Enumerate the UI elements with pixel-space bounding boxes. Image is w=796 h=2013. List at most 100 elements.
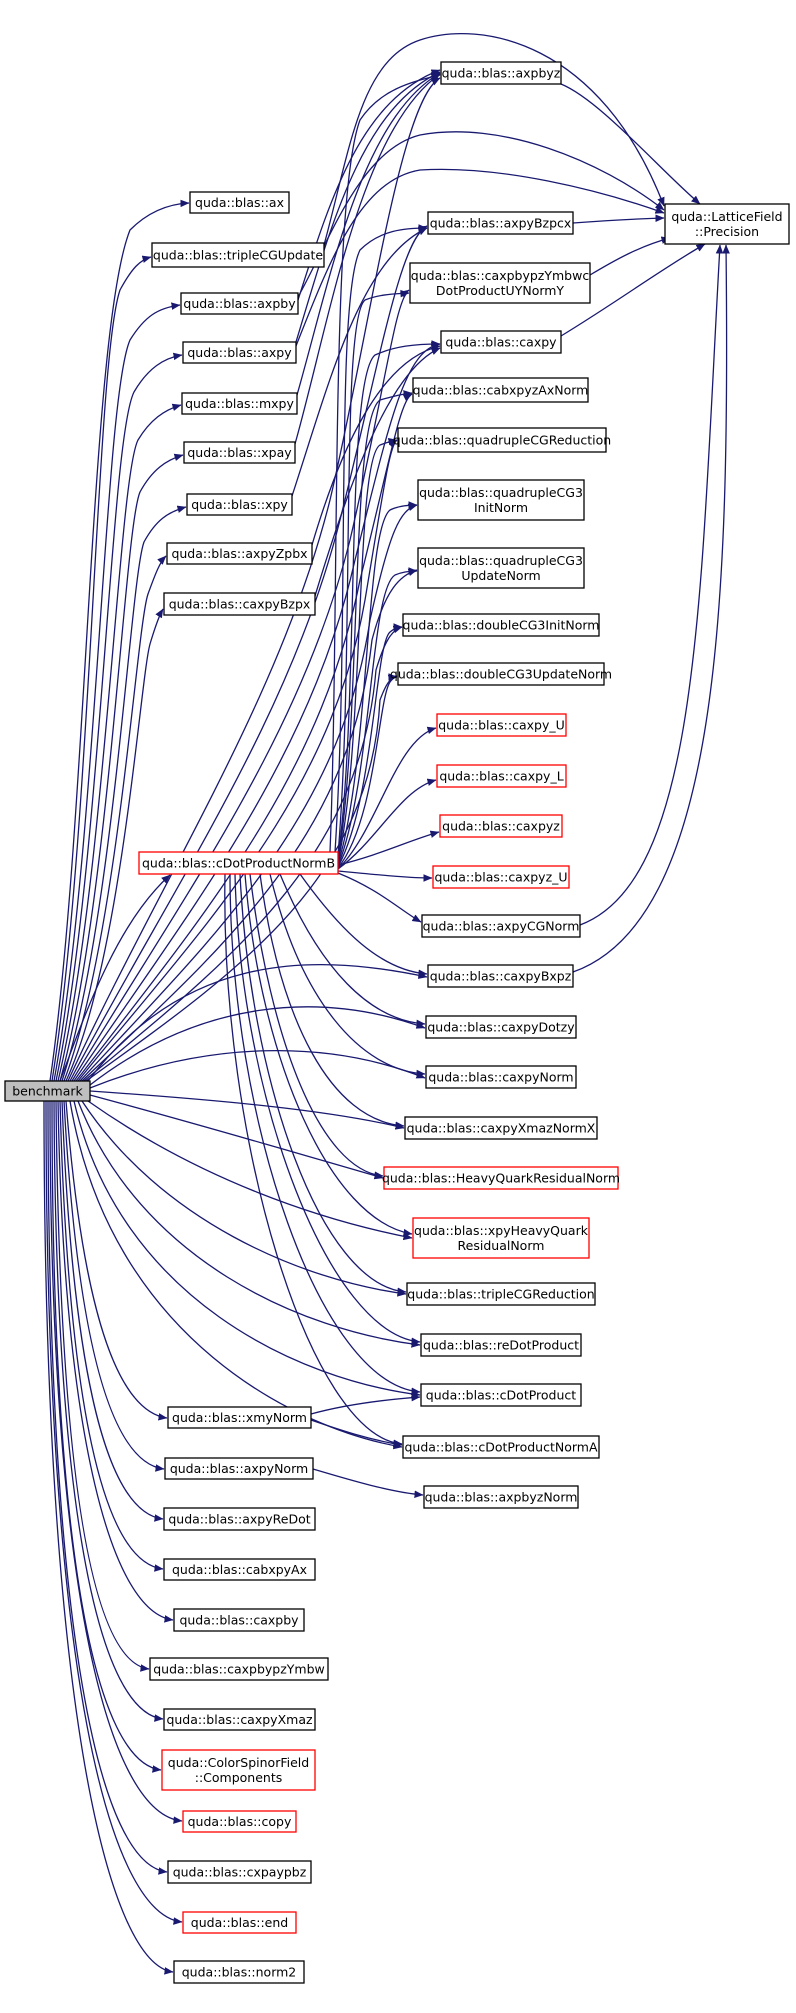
node-box-HeavyQuarkResidualNorm: [383, 1166, 619, 1190]
edge-axpyCGNorm-to-Precision: [579, 244, 724, 926]
edge-benchmark-to-ax: [49, 199, 190, 1082]
node-axpbyzNorm[interactable]: quda::blas::axpbyzNorm: [423, 1485, 579, 1509]
node-label-Components-line2: ::Components: [195, 1770, 283, 1785]
node-label-axpby-line1: quda::blas::axpby: [183, 296, 296, 311]
node-HeavyQuarkResidualNorm[interactable]: quda::blas::HeavyQuarkResidualNorm: [382, 1166, 620, 1190]
node-caxpyBzpx[interactable]: quda::blas::caxpyBzpx: [163, 592, 316, 616]
node-tripleCGUpdate[interactable]: quda::blas::tripleCGUpdate: [151, 242, 325, 268]
node-norm2[interactable]: quda::blas::norm2: [173, 1960, 305, 1984]
node-copy[interactable]: quda::blas::copy: [182, 1810, 297, 1833]
node-label-caxpy-line1: quda::blas::caxpy: [445, 335, 557, 350]
node-benchmark[interactable]: benchmark: [4, 1080, 91, 1102]
node-label-caxpyBxpz-line1: quda::blas::caxpyBxpz: [430, 969, 572, 984]
edge-benchmark-to-HeavyQuarkResidualNorm: [89, 1094, 384, 1180]
node-box-caxpyXmazNormX: [404, 1116, 598, 1140]
node-label-doubleCG3UpdateNorm-line1: quda::blas::doubleCG3UpdateNorm: [390, 667, 612, 682]
node-cabxpyAx[interactable]: quda::blas::cabxpyAx: [163, 1558, 316, 1581]
node-Precision[interactable]: quda::LatticeField::Precision: [664, 203, 790, 245]
node-axpby[interactable]: quda::blas::axpby: [180, 292, 299, 315]
node-box-axpbyzNorm: [423, 1485, 579, 1509]
edge-benchmark-to-caxpbypzYmbwcDot: [71, 289, 410, 1082]
node-box-caxpy_U: [436, 713, 567, 737]
node-caxpy_L[interactable]: quda::blas::caxpy_L: [436, 764, 567, 788]
node-caxpy[interactable]: quda::blas::caxpy: [440, 330, 562, 354]
node-axpy[interactable]: quda::blas::axpy: [182, 341, 297, 364]
node-caxpyBxpz[interactable]: quda::blas::caxpyBxpz: [427, 964, 574, 988]
node-label-quadrupleCG3InitNorm-line1: quda::blas::quadrupleCG3: [419, 485, 583, 500]
node-box-copy: [182, 1810, 297, 1833]
node-quadrupleCGReduction[interactable]: quda::blas::quadrupleCGReduction: [393, 427, 611, 453]
edge-cDotProductNormB-to-quadrupleCGReduction: [337, 437, 398, 863]
node-doubleCG3UpdateNorm[interactable]: quda::blas::doubleCG3UpdateNorm: [390, 662, 612, 686]
node-label-axpyCGNorm-line1: quda::blas::axpyCGNorm: [423, 919, 580, 934]
node-axpyCGNorm[interactable]: quda::blas::axpyCGNorm: [421, 914, 581, 938]
node-box-cabxpyAx: [163, 1558, 316, 1581]
node-reDotProduct[interactable]: quda::blas::reDotProduct: [420, 1333, 582, 1357]
node-mxpy[interactable]: quda::blas::mxpy: [181, 392, 298, 415]
edge-benchmark-to-axpyReDot: [61, 1100, 164, 1522]
edge-benchmark-to-cDotProduct: [73, 1100, 421, 1398]
node-label-HeavyQuarkResidualNorm-line1: quda::blas::HeavyQuarkResidualNorm: [382, 1171, 620, 1186]
edge-benchmark-to-xpy: [61, 505, 187, 1082]
node-box-cDotProductNormA: [402, 1435, 600, 1459]
edge-benchmark-to-axpby: [53, 302, 181, 1082]
node-cDotProduct[interactable]: quda::blas::cDotProduct: [420, 1383, 582, 1407]
edge-benchmark-to-caxpyNorm: [89, 1049, 426, 1089]
node-tripleCGReduction[interactable]: quda::blas::tripleCGReduction: [406, 1282, 596, 1306]
node-label-quadrupleCG3UpdateNorm-line1: quda::blas::quadrupleCG3: [419, 553, 583, 568]
node-label-xpyHeavyQuarkResidualNorm-line2: ResidualNorm: [458, 1238, 545, 1253]
node-axpyZpbx[interactable]: quda::blas::axpyZpbx: [166, 542, 313, 565]
node-axpyNorm[interactable]: quda::blas::axpyNorm: [164, 1457, 314, 1480]
node-label-tripleCGReduction-line1: quda::blas::tripleCGReduction: [407, 1287, 594, 1302]
edge-cDotProductNormB-to-axpyCGNorm: [337, 872, 422, 923]
edge-benchmark-to-quadrupleCG3InitNorm: [79, 503, 418, 1082]
edge-caxpy-to-Precision: [560, 243, 706, 337]
node-caxpbypzYmbwcDot[interactable]: quda::blas::caxpbypzYmbwcDotProductUYNor…: [409, 262, 591, 304]
node-caxpyz_U[interactable]: quda::blas::caxpyz_U: [432, 865, 570, 889]
node-label-quadrupleCG3InitNorm-line2: InitNorm: [474, 500, 528, 515]
node-axpyBzpcx[interactable]: quda::blas::axpyBzpcx: [427, 211, 574, 235]
node-caxpby[interactable]: quda::blas::caxpby: [173, 1608, 305, 1632]
node-xpy[interactable]: quda::blas::xpy: [186, 493, 293, 516]
node-axpyReDot[interactable]: quda::blas::axpyReDot: [163, 1507, 316, 1531]
edge-xmyNorm-to-cDotProductNormA: [310, 1419, 403, 1448]
node-caxpyXmazNormX[interactable]: quda::blas::caxpyXmazNormX: [404, 1116, 598, 1140]
node-cxpaypbz[interactable]: quda::blas::cxpaypbz: [167, 1860, 312, 1884]
node-xpay[interactable]: quda::blas::xpay: [183, 441, 296, 464]
edge-cDotProductNormB-to-quadrupleCG3InitNorm: [337, 501, 418, 865]
node-label-caxpyz-line1: quda::blas::caxpyz: [442, 819, 560, 834]
edge-cDotProductNormB-to-caxpyBxpz: [299, 873, 428, 978]
node-axpbyz[interactable]: quda::blas::axpbyz: [440, 61, 562, 85]
edge-benchmark-to-caxpyBzpx: [65, 608, 164, 1082]
node-ax[interactable]: quda::blas::ax: [189, 191, 290, 214]
node-caxpbypzYmbw[interactable]: quda::blas::caxpbypzYmbw: [149, 1657, 329, 1681]
edge-cDotProductNormB-to-caxpyXmazNormX: [259, 873, 405, 1130]
node-cDotProductNormB[interactable]: quda::blas::cDotProductNormB: [138, 851, 339, 875]
node-xmyNorm[interactable]: quda::blas::xmyNorm: [167, 1406, 312, 1429]
node-doubleCG3InitNorm[interactable]: quda::blas::doubleCG3InitNorm: [402, 613, 600, 637]
node-caxpyz[interactable]: quda::blas::caxpyz: [439, 814, 563, 838]
node-end[interactable]: quda::blas::end: [182, 1911, 297, 1934]
edge-benchmark-to-reDotProduct: [77, 1100, 421, 1348]
node-label-mxpy-line1: quda::blas::mxpy: [185, 396, 294, 411]
edge-benchmark-to-cDotProductNormB: [59, 874, 171, 1082]
node-label-copy-line1: quda::blas::copy: [188, 1814, 292, 1829]
node-caxpyNorm[interactable]: quda::blas::caxpyNorm: [425, 1065, 577, 1089]
node-caxpyDotzy[interactable]: quda::blas::caxpyDotzy: [425, 1015, 577, 1039]
node-caxpyXmaz[interactable]: quda::blas::caxpyXmaz: [163, 1708, 316, 1731]
node-label-caxpbypzYmbwcDot-line1: quda::blas::caxpbypzYmbwc: [411, 268, 590, 283]
node-Components[interactable]: quda::ColorSpinorField::Components: [161, 1749, 316, 1791]
edge-cDotProductNormB-to-reDotProduct: [234, 873, 421, 1345]
node-cabxpyzAxNorm[interactable]: quda::blas::cabxpyzAxNorm: [412, 377, 589, 403]
node-box-axpyNorm: [164, 1457, 314, 1480]
node-cDotProductNormA[interactable]: quda::blas::cDotProductNormA: [402, 1435, 600, 1459]
edge-benchmark-to-caxpyXmazNormX: [89, 1090, 405, 1130]
edge-benchmark-to-axpy: [55, 352, 183, 1082]
edges-layer: [43, 32, 730, 1975]
node-caxpy_U[interactable]: quda::blas::caxpy_U: [436, 713, 567, 737]
edge-benchmark-to-axpyZpbx: [63, 555, 167, 1082]
node-label-axpbyz-line1: quda::blas::axpbyz: [442, 66, 561, 81]
